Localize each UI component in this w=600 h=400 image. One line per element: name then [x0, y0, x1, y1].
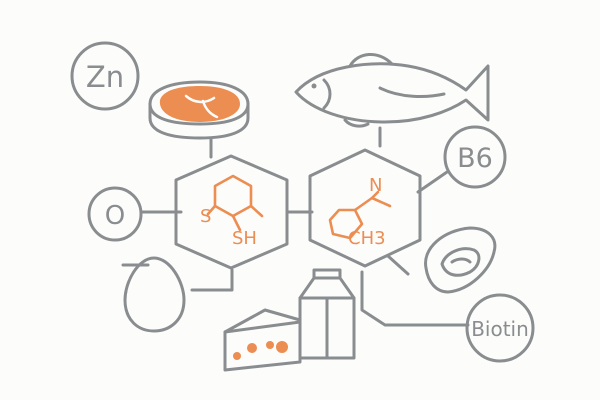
- oxygen-badge: O: [87, 186, 143, 242]
- sulfur-molecule-hexagon: S SH: [174, 154, 289, 270]
- connector-lines: [121, 126, 470, 327]
- thiol-label: SH: [232, 228, 257, 249]
- egg-icon: [123, 256, 186, 333]
- methyl-label: CH3: [348, 228, 386, 249]
- oyster-icon: [424, 226, 497, 294]
- milk-carton-icon: [298, 268, 356, 360]
- oxygen-label: O: [105, 201, 125, 231]
- biotin-badge: Biotin: [465, 293, 535, 363]
- vitamin-b6-label: B6: [457, 143, 493, 174]
- vitamin-b6-badge: B6: [443, 125, 507, 189]
- steak-icon: [148, 80, 250, 140]
- biotin-label: Biotin: [471, 317, 529, 341]
- zinc-label: Zn: [86, 60, 124, 94]
- fish-icon: [294, 53, 490, 128]
- zinc-badge: Zn: [70, 41, 140, 111]
- sulfur-label: S: [200, 206, 211, 227]
- nitrogen-label: N: [369, 175, 382, 196]
- cheese-icon: [223, 308, 302, 372]
- nitrogen-molecule-hexagon: N CH3: [308, 148, 422, 268]
